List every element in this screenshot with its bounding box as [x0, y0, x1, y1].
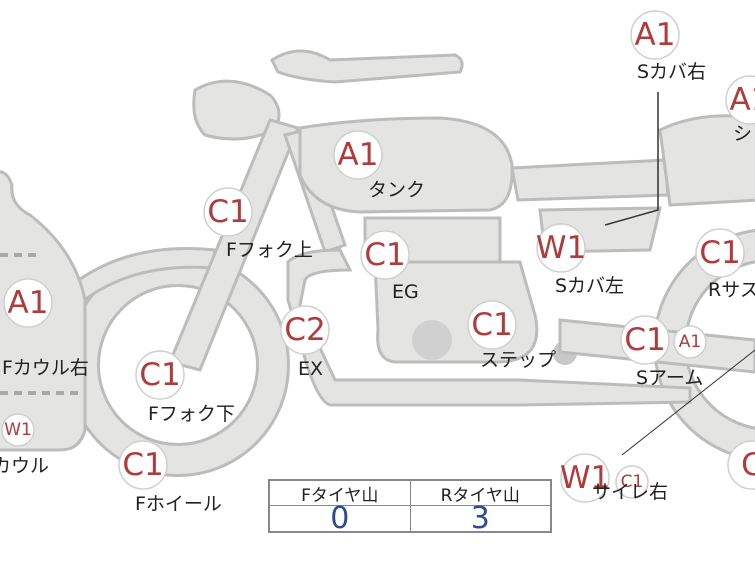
s-cover-left-grade: W1: [536, 230, 586, 266]
eg-grade: C1: [364, 237, 405, 273]
engine-case-mark: [412, 320, 452, 360]
f-cowl-grade: W1: [4, 420, 32, 440]
s-cover-right-leader: [604, 92, 659, 226]
eg-grade-circle: [360, 230, 410, 280]
silencer-right-extra-grade: C1: [621, 472, 644, 492]
seat-label: シ: [733, 123, 752, 145]
front-tire-header: Fタイヤ山: [270, 481, 410, 506]
tank-label: タンク: [368, 179, 425, 201]
f-cowl-label: カウル: [0, 455, 49, 477]
step-grade-circle: [467, 300, 517, 350]
seat-grade: A1: [730, 82, 755, 118]
s-arm-grade-circle: [620, 315, 670, 365]
silencer-right-grade-circle: [560, 453, 610, 503]
f-cowl-right-label: Fカウル右: [2, 357, 89, 379]
silencer-right-grade: W1: [560, 460, 610, 496]
r-suspension-grade: C1: [699, 235, 740, 271]
tank-grade: A1: [338, 137, 379, 173]
f-fork-lower-grade: C1: [139, 357, 180, 393]
rear-tire-value: 3: [409, 501, 551, 536]
f-fork-upper-grade-circle: [203, 187, 253, 237]
f-wheel-grade-circle: [118, 440, 168, 490]
s-cover-right-grade: A1: [635, 17, 676, 53]
s-arm-extra-grade-circle: [673, 325, 707, 359]
f-fork-lower-grade-circle: [135, 350, 185, 400]
ex-label: EX: [298, 358, 323, 380]
s-cover-left-label: Sカバ左: [555, 275, 624, 297]
s-arm-label: Sアーム: [636, 367, 703, 389]
seat-shape: [510, 158, 670, 202]
r-wheel-grade: C: [741, 447, 755, 483]
s-arm-extra-grade: A1: [679, 332, 701, 352]
step-label: ステップ: [480, 349, 556, 371]
f-cowl-right-grade: A1: [8, 285, 49, 321]
grade-markers: A1タンクC1Fフォク上C1EGW1Sカバ左A1Sカバ右A1シC1RサスA1Fカ…: [0, 10, 755, 515]
f-fork-upper-label: Fフォク上: [226, 239, 313, 261]
s-cover-right-grade-circle: [630, 10, 680, 60]
tail-shape: [658, 114, 755, 207]
f-fork-upper-grade: C1: [207, 194, 248, 230]
silencer-right-extra-grade-circle: [615, 465, 649, 499]
f-wheel-label: Fホイール: [135, 493, 222, 515]
f-cowl-grade-circle: [1, 413, 35, 447]
s-cover-left-grade-circle: [536, 223, 586, 273]
fork-shape: [167, 118, 301, 372]
s-arm-grade: C1: [624, 322, 665, 358]
r-suspension-label: Rサス: [708, 279, 755, 301]
silencer-right-label: サイレ右: [592, 481, 668, 503]
f-fork-lower-label: Fフォク下: [148, 403, 235, 425]
exhaust-shape: [286, 248, 692, 407]
front-tire-value: 0: [330, 501, 350, 536]
seat-grade-circle: [725, 75, 755, 125]
rear-tire-header: Rタイヤ山: [409, 481, 550, 506]
ex-grade-circle: [280, 305, 330, 355]
f-cowl-right-grade-circle: [3, 278, 53, 328]
ex-grade: C2: [284, 312, 325, 348]
tank-grade-circle: [333, 130, 383, 180]
r-wheel-grade-circle: [727, 440, 755, 490]
r-suspension-grade-circle: [695, 228, 745, 278]
step-grade: C1: [471, 307, 512, 343]
silencer-leader: [621, 349, 755, 456]
tire-tread-table: Fタイヤ山 Rタイヤ山 0 3: [268, 479, 552, 536]
f-wheel-grade: C1: [122, 447, 163, 483]
eg-label: EG: [392, 281, 419, 303]
handlebar-shape: [270, 49, 464, 84]
s-cover-right-label: Sカバ右: [637, 61, 706, 83]
